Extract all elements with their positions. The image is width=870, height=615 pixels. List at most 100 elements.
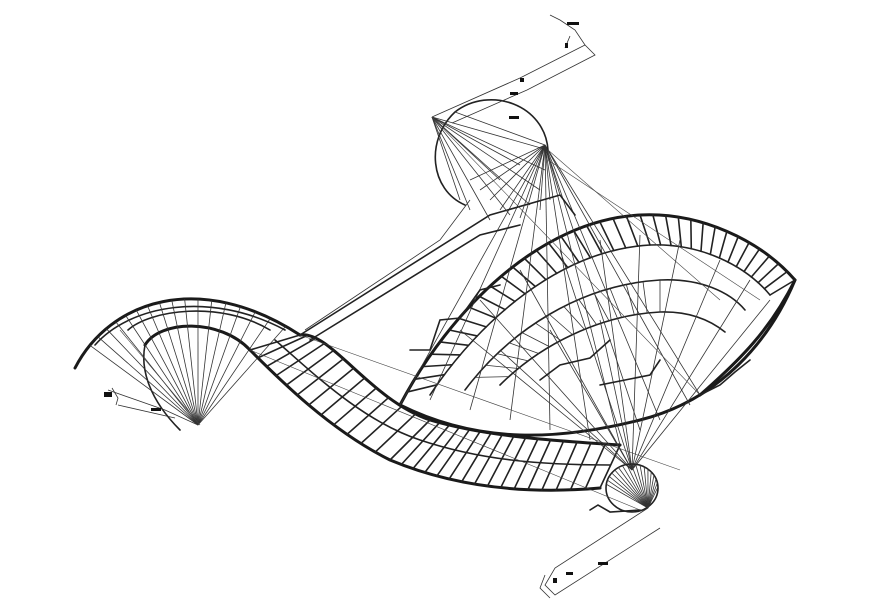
bottom-cone-circle xyxy=(605,463,659,513)
bottom-fan-line xyxy=(647,475,655,509)
leaf-fan-line xyxy=(544,144,591,441)
leaf-fan-line xyxy=(509,144,546,421)
connector-band-edge-2 xyxy=(309,224,521,341)
leaf-rib xyxy=(485,364,519,369)
leaf-rib xyxy=(430,353,461,356)
bottom-dim-tick-1 xyxy=(598,562,608,565)
left-fan-rib xyxy=(197,306,241,426)
bottom-cone xyxy=(589,463,659,513)
bottom-fan-line xyxy=(647,486,659,509)
left-fan-rib xyxy=(184,299,199,426)
wave-rib xyxy=(346,396,390,436)
leaf-rib xyxy=(625,284,635,315)
leaf-rib xyxy=(735,241,750,268)
leaf-rib xyxy=(563,306,585,330)
leaf-rib xyxy=(718,230,728,259)
bottom-fan-line xyxy=(611,472,649,509)
leaf-fan-line xyxy=(469,144,546,411)
wave-rib xyxy=(584,443,607,490)
bottom-fan-line xyxy=(635,464,649,509)
leaf-fan-line xyxy=(399,144,546,406)
leaf-rib xyxy=(585,224,603,255)
leaf-rib xyxy=(652,214,662,246)
bottom-fan-line xyxy=(626,464,649,509)
bottom-cone-fan-lines xyxy=(606,463,659,509)
wave-rib xyxy=(448,430,481,480)
wave-body-ribs xyxy=(249,334,621,491)
wave-rib xyxy=(513,438,539,490)
leaf-rib xyxy=(642,281,648,314)
wave-rib xyxy=(541,440,565,491)
bottom-fan-line xyxy=(614,469,649,509)
left-dim-bracket xyxy=(111,387,119,406)
leaf-shell-inner-ring-3 xyxy=(499,311,726,386)
wave-rib xyxy=(436,428,471,477)
leaf-rib xyxy=(709,225,716,256)
bottom-fan-line xyxy=(607,479,649,509)
leaf-rib xyxy=(549,314,573,335)
leaf-rib xyxy=(763,270,788,290)
bottom-fan-line xyxy=(630,463,649,509)
wave-rib xyxy=(249,334,301,351)
leaf-fan-line xyxy=(599,239,633,471)
leaf-fan-line xyxy=(544,144,551,431)
leaf-rib xyxy=(468,306,497,319)
wave-rib xyxy=(400,421,441,466)
left-fan-rib xyxy=(197,300,213,426)
top-dim-tick-3 xyxy=(509,116,519,119)
top-fan-line xyxy=(519,144,546,219)
wave-rib xyxy=(424,426,461,474)
left-fan-rib xyxy=(135,309,199,426)
leaf-fan-line xyxy=(544,144,661,421)
left-fan-rib xyxy=(197,318,271,426)
leaf-fan-line xyxy=(544,144,701,396)
wave-rib xyxy=(275,342,326,377)
wave-body-mid-line xyxy=(274,339,611,466)
bottom-leader-tail xyxy=(539,574,551,599)
left-fan-rib xyxy=(106,328,199,426)
leaf-rib xyxy=(509,342,539,354)
leaf-fan-line xyxy=(544,144,641,431)
bottom-cone-base xyxy=(589,504,641,513)
stepped-line-4 xyxy=(699,359,751,396)
leaf-stepped-details xyxy=(409,284,751,396)
left-fan-rib xyxy=(125,315,199,426)
construction-line-5 xyxy=(119,329,201,426)
wave-rib xyxy=(486,435,515,487)
top-dim-tick-4 xyxy=(520,78,524,82)
leaf-rib xyxy=(769,279,796,296)
top-fan-line xyxy=(431,116,511,216)
top-dim-tick-5 xyxy=(565,43,568,48)
leaf-rib xyxy=(727,235,739,263)
leaf-fan-line xyxy=(499,349,633,471)
top-fan-line xyxy=(431,116,471,211)
leaf-rib xyxy=(497,353,529,362)
left-fan-rib xyxy=(147,305,199,426)
bottom-dim-tick-2 xyxy=(566,572,573,575)
wave-rib xyxy=(296,357,345,396)
leaf-rib xyxy=(593,293,610,321)
leaf-rib xyxy=(413,373,446,381)
leaf-fan-line xyxy=(519,269,633,471)
top-fan-line xyxy=(431,116,461,201)
top-leader-line xyxy=(431,44,596,124)
left-shell-fan-ribs xyxy=(89,299,286,426)
left-fan-rib xyxy=(197,326,286,426)
leaf-fan-line xyxy=(559,249,633,471)
wave-rib xyxy=(569,442,592,491)
top-fan-line xyxy=(431,116,549,151)
bottom-fan-line xyxy=(647,478,657,509)
leaf-rib xyxy=(757,262,780,284)
stepped-line-1 xyxy=(409,284,501,351)
leaf-rib xyxy=(439,341,470,347)
left-shell-inner-arc xyxy=(143,324,252,352)
wave-rib xyxy=(460,432,492,483)
dimension-lines xyxy=(104,14,761,599)
construction-line-6 xyxy=(547,159,761,301)
leaf-rib xyxy=(475,376,509,378)
leaf-fan-line xyxy=(479,299,633,471)
leaf-fan-line xyxy=(459,329,633,471)
leaf-rib xyxy=(458,317,487,328)
